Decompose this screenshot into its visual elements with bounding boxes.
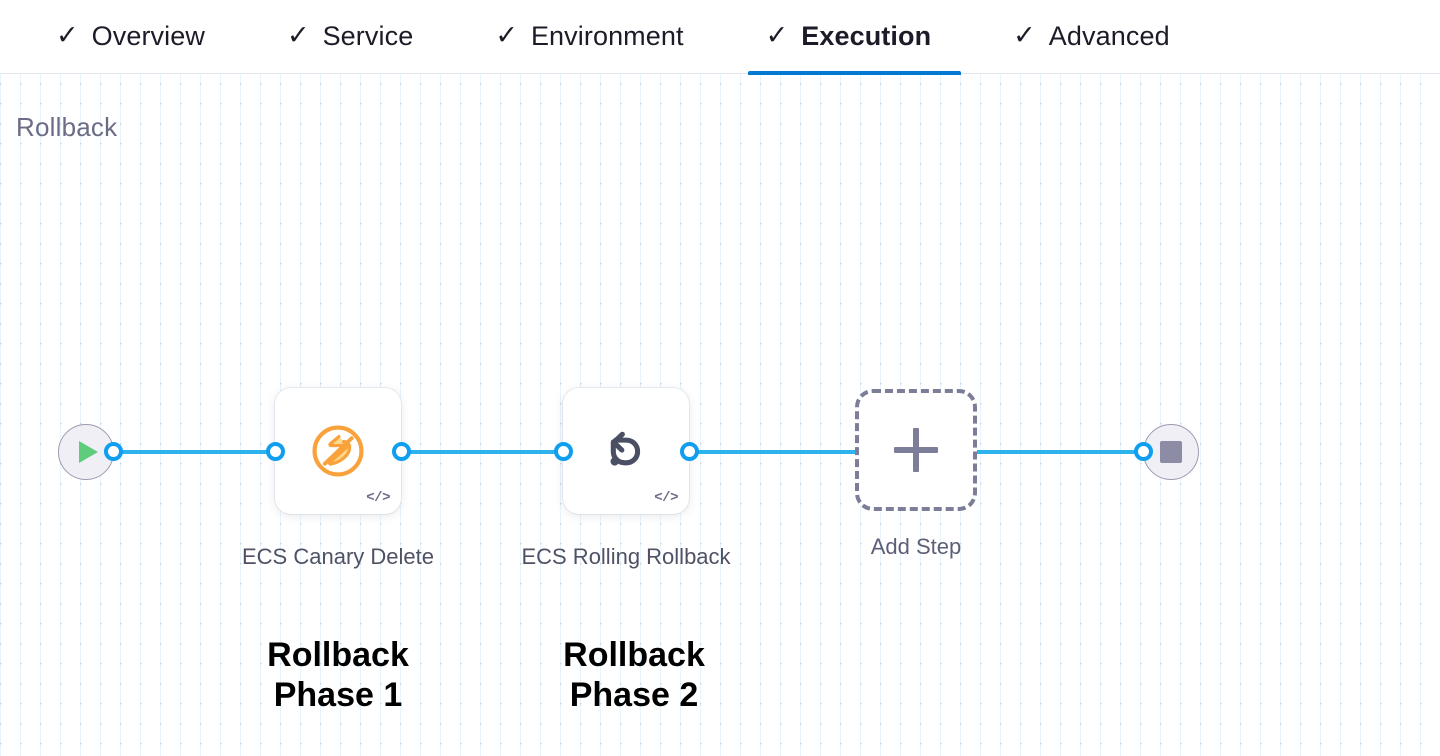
edge-step2-to-addstep[interactable] — [694, 450, 866, 454]
annotation-rollback-phase-2: Rollback Phase 2 — [563, 636, 705, 714]
tab-overview[interactable]: ✓ Overview — [38, 0, 235, 74]
stop-icon — [1160, 441, 1182, 463]
edge-step1-to-step2[interactable] — [406, 450, 572, 454]
step-node-ecs-canary-delete[interactable]: </> — [275, 388, 401, 514]
port-step1-output[interactable] — [392, 442, 411, 461]
tab-overview-label: Overview — [91, 21, 205, 51]
check-icon: ✓ — [56, 20, 79, 50]
rollback-arrow-icon — [595, 420, 657, 482]
step-node-ecs-rolling-rollback[interactable]: </> — [563, 388, 689, 514]
tab-advanced-label: Advanced — [1048, 21, 1170, 51]
check-icon: ✓ — [286, 20, 310, 50]
annotation-rollback-phase-1: Rollback Phase 1 — [267, 636, 409, 714]
step-label-ecs-canary-delete: ECS Canary Delete — [242, 544, 434, 569]
ecs-canary-delete-icon — [307, 420, 369, 482]
rollback-flow-graph: </> ECS Canary Delete Rollback Phase 1 <… — [0, 74, 1440, 756]
pipeline-canvas[interactable]: Rollback </> — [0, 74, 1440, 756]
plus-icon — [894, 428, 938, 472]
pipeline-stage-tabs: ✓ Overview ✓ Service ✓ Environment ✓ Exe… — [0, 0, 1440, 75]
check-icon: ✓ — [765, 20, 789, 50]
tab-execution-label: Execution — [801, 21, 932, 51]
tab-service[interactable]: ✓ Service — [269, 0, 443, 74]
add-step-button[interactable] — [855, 389, 977, 511]
tab-advanced[interactable]: ✓ Advanced — [995, 0, 1200, 74]
edge-start-to-step1[interactable] — [118, 450, 284, 454]
port-step2-output[interactable] — [680, 442, 699, 461]
port-end-input[interactable] — [1134, 442, 1153, 461]
check-icon: ✓ — [1013, 20, 1036, 50]
check-icon: ✓ — [495, 20, 518, 50]
add-step-label: Add Step — [870, 534, 962, 559]
tab-execution[interactable]: ✓ Execution — [747, 0, 962, 75]
play-icon — [79, 441, 98, 463]
tab-environment-label: Environment — [530, 21, 684, 51]
edge-addstep-to-end[interactable] — [968, 450, 1148, 454]
code-badge-icon: </> — [654, 490, 678, 506]
step-label-ecs-rolling-rollback: ECS Rolling Rollback — [521, 544, 731, 569]
tab-service-label: Service — [322, 21, 414, 51]
port-step2-input[interactable] — [554, 442, 573, 461]
port-start-output[interactable] — [104, 442, 123, 461]
code-badge-icon: </> — [366, 490, 390, 506]
port-step1-input[interactable] — [266, 442, 285, 461]
tab-environment[interactable]: ✓ Environment — [477, 0, 713, 74]
